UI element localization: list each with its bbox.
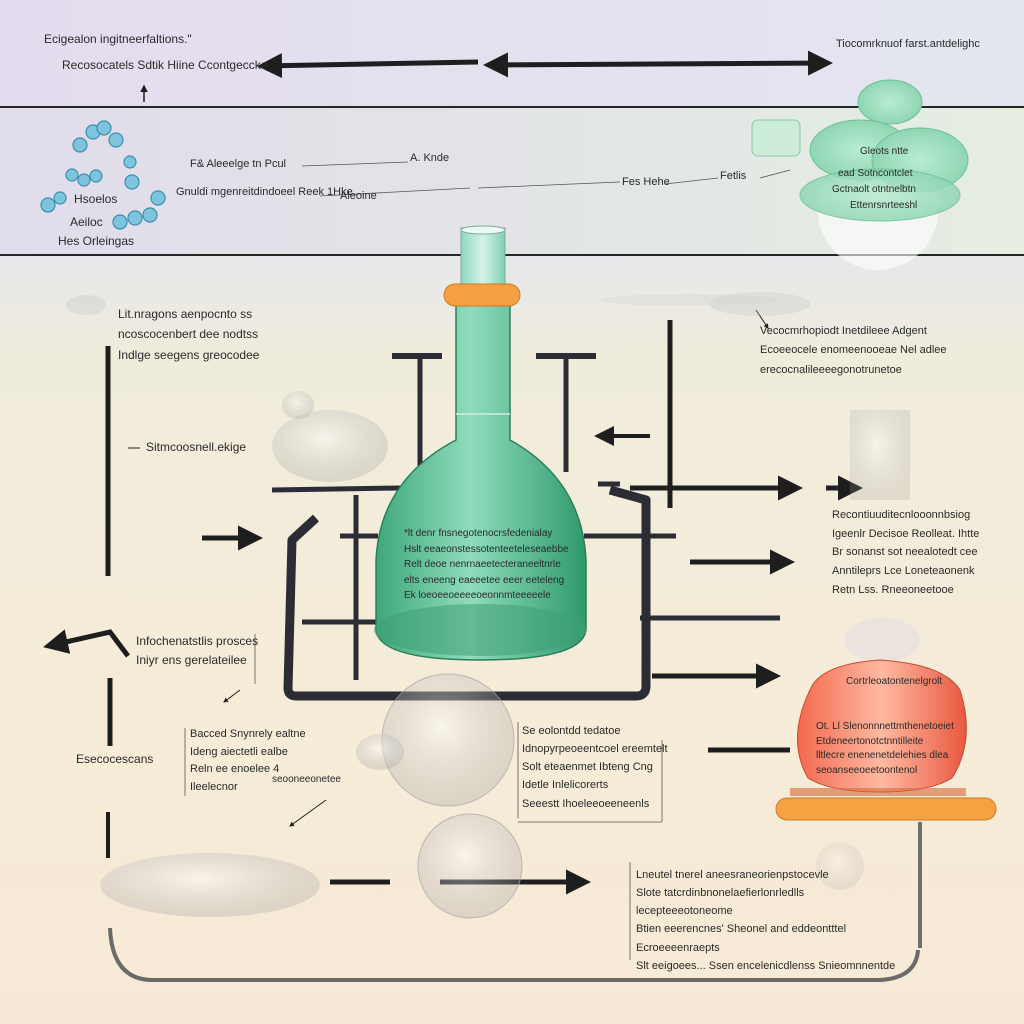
leader2-label-c: Fes Hehe <box>622 176 670 188</box>
cluster-label-2: ead Sotncontclet <box>838 168 913 179</box>
top-right-title: Tiocomrknuof farst.antdelighc <box>836 38 980 50</box>
divider-top <box>0 106 1024 108</box>
molecule-label-2: Aeiloc <box>70 215 103 229</box>
vessel-text: Ot. Ll Slenonnnettmthenetoeiet Etdeneert… <box>816 721 954 776</box>
middle-leaders <box>301 161 791 197</box>
lower-block-1: Bacced Snynrely ealtne Ideng aiectetli e… <box>190 728 306 793</box>
leader2-label-a: Gnuldi mgenreitdindoeel Reek 1Hke <box>176 186 353 198</box>
right-block-1: Vecocmrhopiodt Inetdileee Adgent Ecoeeoc… <box>760 325 947 376</box>
right-flow <box>594 309 863 753</box>
left-block-2: Infochenatstlis prosces Iniyr ens gerela… <box>136 634 259 668</box>
divider-middle <box>0 254 1024 256</box>
right-block-2: Recontiuuditecnlooonnbsiog Igeenlr Decis… <box>832 509 980 596</box>
green-cluster <box>751 79 969 270</box>
ghost-apparatus-left <box>66 295 388 482</box>
molecule-label-1: Hsoelos <box>74 192 118 206</box>
left-label-low: Esecocescans <box>76 752 154 766</box>
lower-block-2: Se eolontdd tedatoe Idnopyrpeoeentcoel e… <box>522 725 668 810</box>
ghost-apparatus-lower <box>100 673 864 919</box>
molecule-chain <box>40 120 166 230</box>
text-brackets <box>184 634 663 960</box>
lower-block-1-tail: seooneeonetee <box>272 774 341 785</box>
ghost-column-right <box>600 292 910 500</box>
leader1-label-a: F& Aleeelge tn Pcul <box>190 158 287 170</box>
cluster-label-3: Gctnaolt otntnelbtn <box>832 184 916 195</box>
red-vessel <box>775 618 997 821</box>
cluster-label-1: Gleots ntte <box>860 146 909 157</box>
left-block-1: Lit.nragons aenpocnto ss ncoscocenbert d… <box>118 307 260 362</box>
flask <box>374 225 587 661</box>
vessel-title: Cortrleoatontenelgrolt <box>846 676 943 687</box>
leader1-label-b: A. Knde <box>410 152 450 164</box>
lower-flow <box>106 812 922 982</box>
top-title: Ecigealon ingitneerfaltions." <box>44 32 192 46</box>
top-subtitle: Recosocatels Sdtik Hiine Ccontgeccke <box>62 58 268 72</box>
cluster-label-4: Ettenrsnrteeshl <box>850 200 918 211</box>
left-flow <box>43 346 327 827</box>
leader2-label-b: Aleoine <box>340 190 377 202</box>
flask-text: *lt denr fnsnegotenocrsfedenialay Hslt e… <box>404 528 569 601</box>
top-arrows <box>140 50 833 102</box>
left-label-mid: Sitmcoosnell.ekige <box>146 440 247 454</box>
molecule-label-3: Hes Orleingas <box>58 234 135 248</box>
lower-block-3: Lneutel tnerel aneesraneorienpstocevle S… <box>636 869 896 972</box>
leader2-label-d: Fetlis <box>720 170 747 182</box>
